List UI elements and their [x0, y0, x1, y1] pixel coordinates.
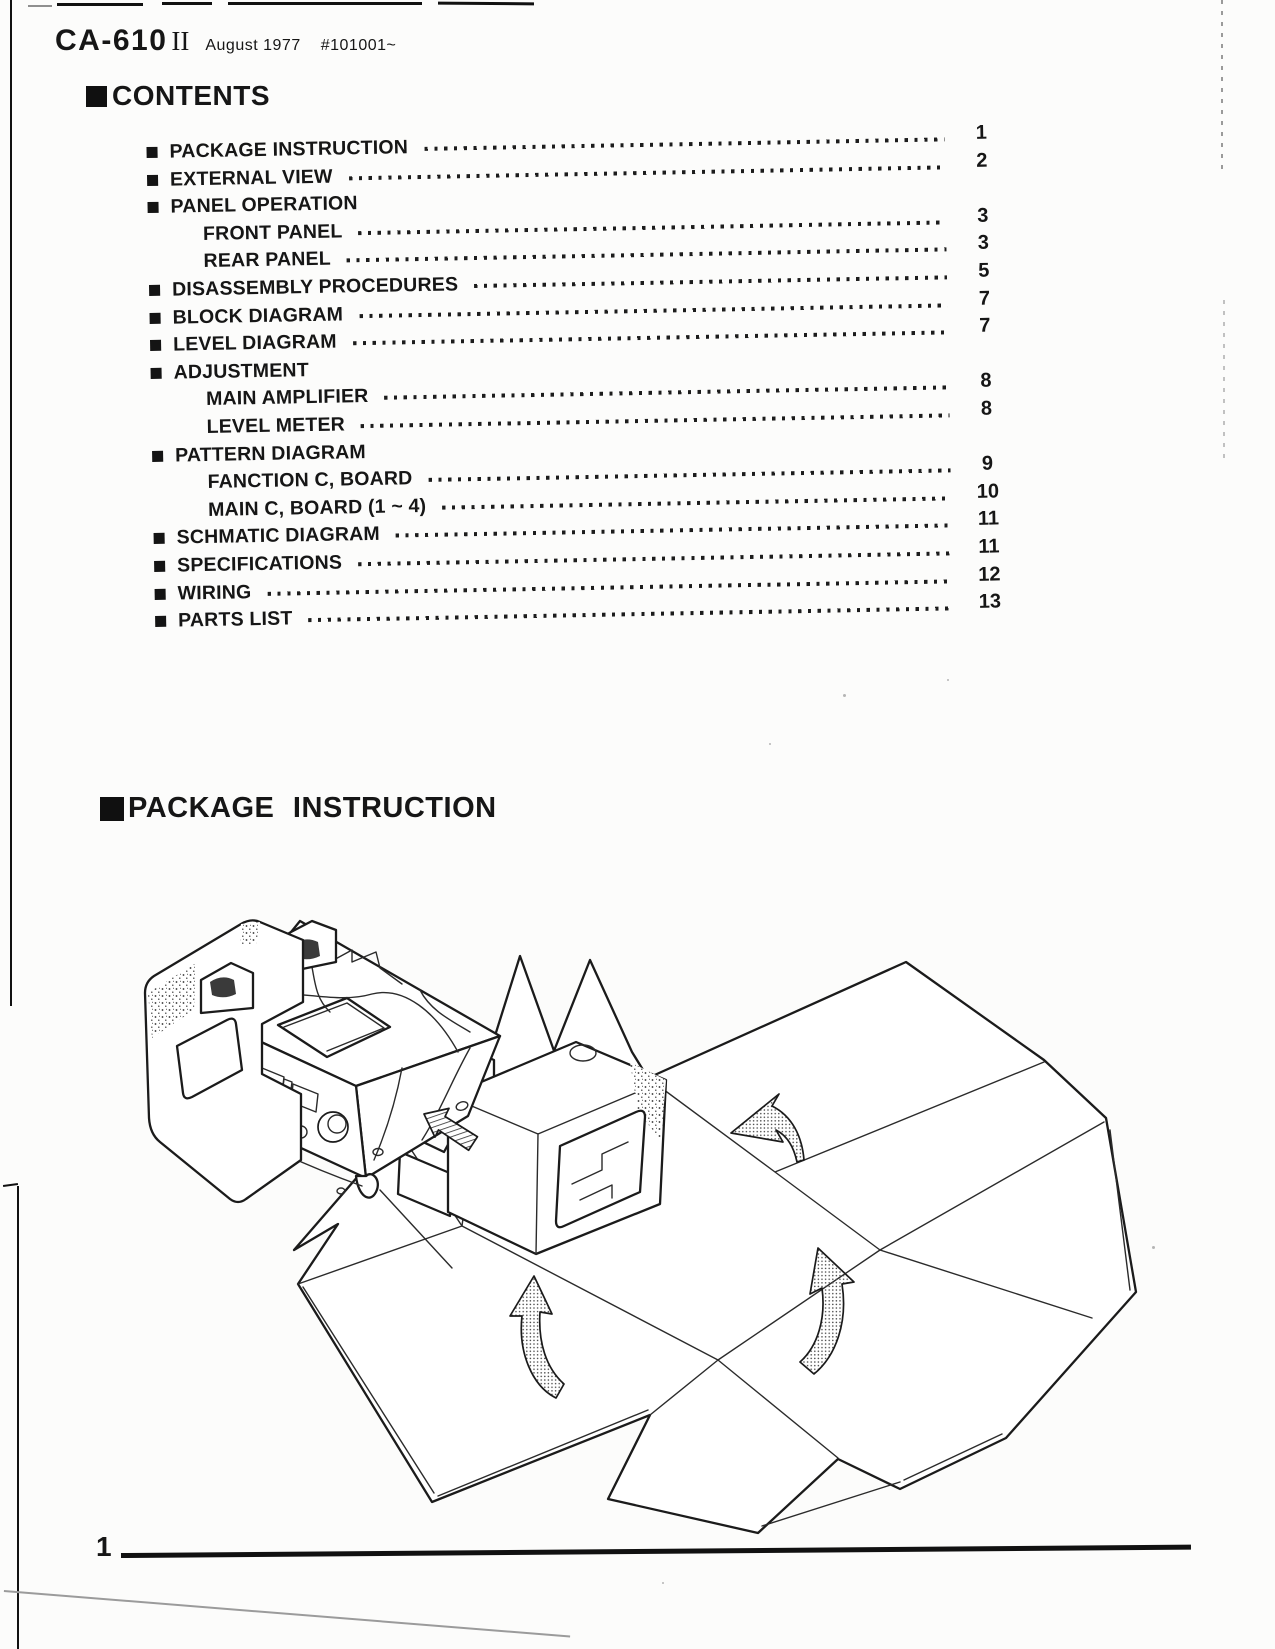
toc-page-number: 13: [978, 590, 1002, 613]
toc-label: MAIN C, BOARD (1 ~ 4): [207, 494, 427, 521]
fold-arrows: [423, 1093, 855, 1399]
scan-speck: [843, 694, 846, 697]
dot-leader: [442, 496, 952, 510]
toc-label: EXTERNAL VIEW: [169, 165, 333, 191]
scan-speck: [769, 743, 771, 745]
dot-leader: [352, 330, 949, 346]
dot-leader: [384, 385, 950, 401]
dot-leader: [308, 606, 954, 623]
toc-page-number: 7: [979, 314, 991, 337]
dot-leader: [267, 578, 953, 596]
square-bullet-icon: [150, 367, 162, 379]
issue-date: August 1977: [205, 37, 301, 54]
toc-label: PATTERN DIAGRAM: [174, 440, 367, 467]
fold-arrow-icon: [799, 1247, 855, 1375]
toc-page-number: 1: [975, 121, 988, 144]
square-bullet-icon: [148, 284, 161, 296]
page-header: CA-610 II August 1977 #101001~: [55, 24, 396, 58]
contents-title: CONTENTS: [112, 80, 270, 111]
contents-heading: CONTENTS: [86, 80, 270, 112]
dot-leader: [474, 275, 948, 289]
dot-leader: [359, 302, 948, 318]
scan-artifact: [228, 2, 422, 5]
footer-rule: [120, 1544, 1191, 1558]
serial-range: #101001~: [320, 37, 397, 54]
model-suffix: II: [171, 26, 190, 56]
square-bullet-icon: [152, 450, 164, 462]
scan-artifact: [10, 0, 12, 1006]
scan-artifact: [162, 2, 212, 5]
toc-page-number: 3: [977, 231, 990, 255]
fold-arrow-icon: [509, 1275, 565, 1399]
toc-label: FRONT PANEL: [202, 220, 343, 245]
toc-label: MAIN AMPLIFIER: [205, 385, 369, 411]
scan-artifact: [3, 1590, 571, 1638]
toc-label: BLOCK DIAGRAM: [172, 303, 344, 329]
toc-label: ADJUSTMENT: [173, 358, 310, 384]
toc-page-number: 8: [980, 369, 992, 393]
toc-label: WIRING: [177, 580, 252, 605]
scan-artifact: [17, 1186, 19, 1649]
toc-label: PACKAGE INSTRUCTION: [169, 136, 409, 163]
square-bullet-icon: [149, 312, 161, 324]
scan-artifact: [28, 5, 52, 7]
square-bullet-icon: [146, 174, 159, 186]
square-bullet-icon: [153, 533, 165, 545]
square-bullet-icon: [147, 202, 159, 214]
toc-label: PANEL OPERATION: [170, 192, 358, 218]
scan-artifact: [1223, 300, 1225, 460]
scan-artifact: [1221, 0, 1223, 170]
toc-label: REAR PANEL: [203, 248, 332, 273]
toc-page-number: 9: [981, 452, 994, 475]
fold-arrow-icon: [730, 1093, 805, 1163]
toc-page-number: 2: [976, 149, 988, 172]
square-bullet-icon: [146, 146, 158, 159]
foam-end-cap-left: [143, 919, 338, 1204]
square-bullet-icon: [86, 85, 107, 107]
dot-leader: [348, 164, 946, 180]
insert-arrow-icon: [423, 1107, 479, 1152]
toc-label: LEVEL DIAGRAM: [172, 330, 337, 356]
toc-label: PARTS LIST: [177, 607, 293, 632]
toc-label: DISASSEMBLY PROCEDURES: [171, 273, 459, 301]
toc-label: SCHMATIC DIAGRAM: [176, 523, 381, 549]
table-of-contents: PACKAGE INSTRUCTION 1 EXTERNAL VIEW 2 PA…: [146, 122, 1013, 637]
scan-speck: [662, 1582, 664, 1584]
toc-label: FANCTION C, BOARD: [207, 467, 413, 494]
dot-leader: [424, 137, 945, 151]
scan-artifact: [437, 1, 535, 6]
scan-speck: [947, 679, 949, 681]
scan-artifact: [57, 3, 143, 6]
package-instruction-title: PACKAGE INSTRUCTION: [128, 792, 497, 824]
dot-leader: [358, 220, 947, 235]
scan-speck: [1152, 1246, 1155, 1249]
dot-leader: [395, 523, 952, 538]
toc-page-number: 8: [980, 397, 993, 420]
toc-page-number: 7: [978, 287, 991, 310]
toc-page-number: 12: [978, 562, 1001, 586]
toc-page-number: 11: [978, 535, 1000, 558]
square-bullet-icon: [155, 615, 167, 628]
square-bullet-icon: [150, 339, 162, 352]
square-bullet-icon: [100, 796, 124, 821]
footer-page-number: 1: [96, 1531, 112, 1562]
scan-artifact: [2, 1182, 19, 1188]
toc-label: SPECIFICATIONS: [176, 551, 343, 577]
dot-leader: [358, 551, 953, 567]
toc-page-number: 10: [976, 480, 1000, 503]
package-instruction-figure: [90, 855, 1150, 1545]
model-number: CA-610: [55, 24, 168, 57]
square-bullet-icon: [154, 560, 166, 572]
package-instruction-heading: PACKAGE INSTRUCTION: [100, 792, 497, 825]
toc-page-number: 5: [978, 259, 990, 282]
dot-leader: [428, 468, 951, 483]
dot-leader: [346, 247, 947, 263]
square-bullet-icon: [154, 588, 166, 600]
dot-leader: [360, 413, 950, 429]
toc-page-number: 3: [977, 204, 989, 227]
toc-page-number: 11: [977, 507, 1000, 531]
toc-label: LEVEL METER: [206, 413, 346, 438]
